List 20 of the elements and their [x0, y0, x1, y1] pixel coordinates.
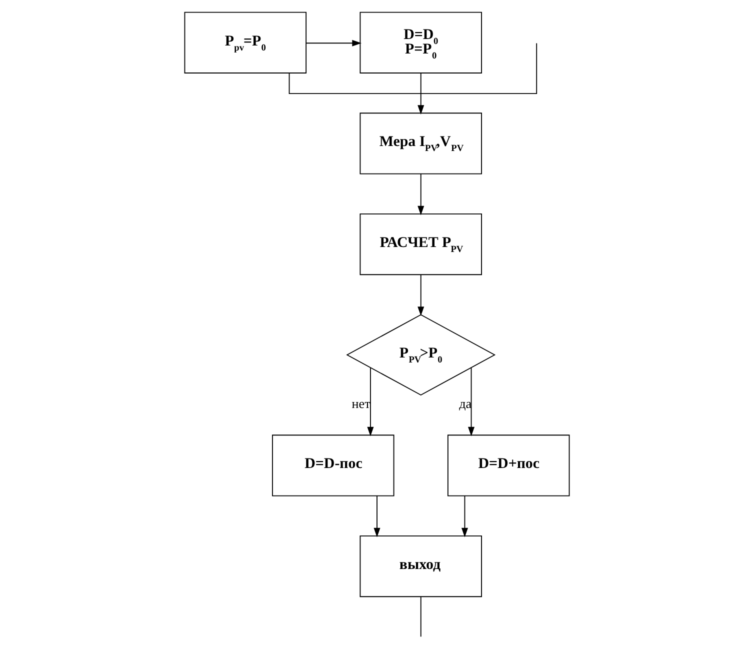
- arrow: [417, 174, 424, 216]
- node-box: Мера I$_{PV}$,V$_{PV}$: [359, 112, 482, 174]
- arrow: [417, 72, 424, 114]
- arrow: [417, 274, 424, 316]
- arrow: [366, 368, 374, 436]
- node-box: D=D+пос: [446, 434, 570, 496]
- node-box: выход: [359, 535, 482, 598]
- node-box: D=D-пос: [272, 434, 394, 496]
- arrow: [305, 40, 362, 46]
- connector: [420, 596, 421, 638]
- edge-label: да: [458, 396, 472, 412]
- edge-label: нет: [351, 396, 370, 412]
- node-box: P$_{pv}$=P$_{0}$: [184, 12, 306, 74]
- arrow: [460, 496, 468, 538]
- arrow: [468, 368, 474, 436]
- node-box: РАСЧЕТ P$_{PV}$: [359, 213, 482, 276]
- node-box: D=D$_{0}$ P=P$_{0}$: [359, 12, 482, 74]
- connector: [288, 42, 537, 94]
- arrow: [373, 496, 380, 538]
- node-diamond: P$_{PV}$>P$_{0}$: [346, 314, 496, 396]
